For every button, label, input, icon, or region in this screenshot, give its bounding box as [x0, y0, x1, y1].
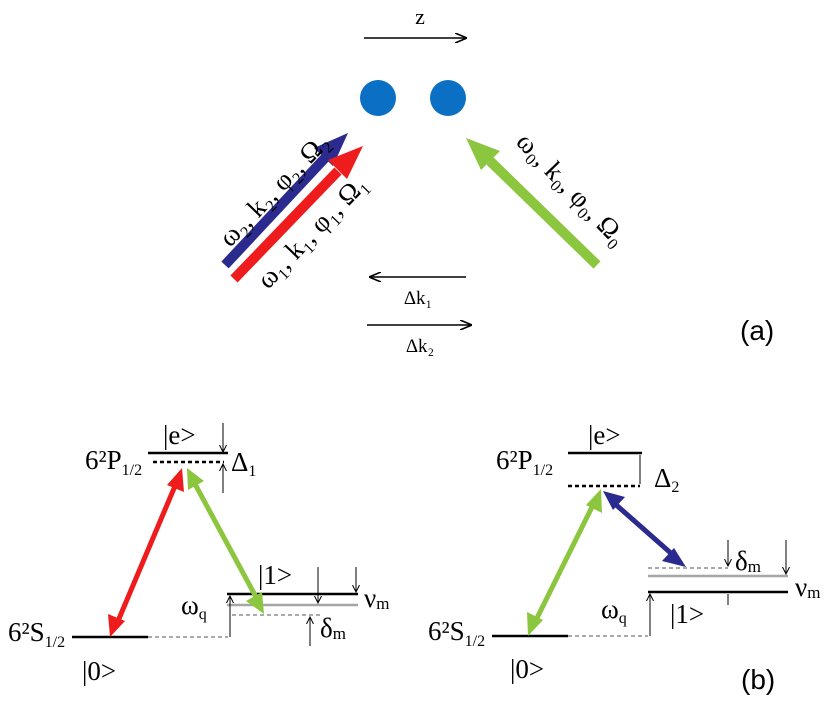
- lower-term-right: 6²S1/2: [428, 616, 485, 650]
- dk2-label: Δk₂: [406, 336, 434, 357]
- nu-m-left: νm: [364, 583, 389, 613]
- beam-0-arrowhead: [466, 138, 500, 170]
- ground-state-right: |0>: [510, 654, 544, 684]
- panel-b-right: 6²P1/2 6²S1/2 |e> |0> |1> Δ2 ωq νm δm (b…: [428, 420, 820, 695]
- panel-b-label: (b): [741, 664, 775, 695]
- detuning-right: Δ2: [654, 463, 679, 496]
- blue-beam-right-head-down: [662, 548, 686, 567]
- panel-b-left: 6²P1/2 6²S1/2 |e> |0> |1> Δ1 ωq νm δm: [8, 420, 389, 686]
- green-beam-right-head-down: [527, 612, 543, 636]
- omega-q-left: ωq: [181, 590, 207, 623]
- green-beam-left-shaft: [192, 482, 259, 599]
- upper-term-left: 6²P1/2: [85, 445, 142, 479]
- nu-m-right: νm: [795, 572, 820, 602]
- ground-state-left: |0>: [82, 656, 116, 686]
- green-beam-right-head-up: [586, 489, 602, 513]
- red-beam-left-head-up: [167, 468, 184, 492]
- beam-2-arrowhead: [314, 133, 348, 166]
- state-one-right: |1>: [670, 599, 704, 629]
- beam-0-label: ω₀, k₀, φ₀, Ω₀: [511, 126, 633, 251]
- green-beam-right-shaft: [533, 503, 596, 622]
- green-beam-left-head-up: [187, 468, 204, 490]
- beam-0-shaft: [486, 157, 601, 269]
- delta-m-right: δm: [735, 546, 761, 576]
- excited-state-right: |e>: [588, 420, 621, 450]
- green-beam-left-head-down: [246, 592, 264, 614]
- z-axis-label: z: [415, 4, 425, 29]
- blue-beam-right-head-up: [603, 491, 625, 510]
- red-beam-left-head-down: [108, 614, 125, 637]
- beam-2-shaft: [221, 154, 329, 269]
- detuning-left: Δ1: [231, 447, 256, 480]
- dk1-label: Δk₁: [404, 288, 432, 309]
- blue-beam-right-shaft: [612, 501, 675, 557]
- delta-m-left: δm: [320, 613, 346, 643]
- omega-q-right: ωq: [601, 594, 627, 627]
- beam-1-shaft: [230, 167, 342, 283]
- excited-state-left: |e>: [163, 420, 196, 450]
- state-one-left: |1>: [258, 560, 292, 590]
- lower-term-left: 6²S1/2: [8, 617, 65, 651]
- upper-term-right: 6²P1/2: [496, 445, 553, 479]
- panel-a-label: (a): [740, 315, 774, 346]
- beam-1-arrowhead: [328, 146, 363, 179]
- panel-a: z ω₂, k₂, φ₂, Ω₂ ω₁, k₁, φ₁, Ω₁ ω₀, k₀, …: [213, 4, 774, 357]
- atom-right: [430, 80, 466, 116]
- atom-left: [360, 80, 396, 116]
- red-beam-left-shaft: [115, 485, 178, 622]
